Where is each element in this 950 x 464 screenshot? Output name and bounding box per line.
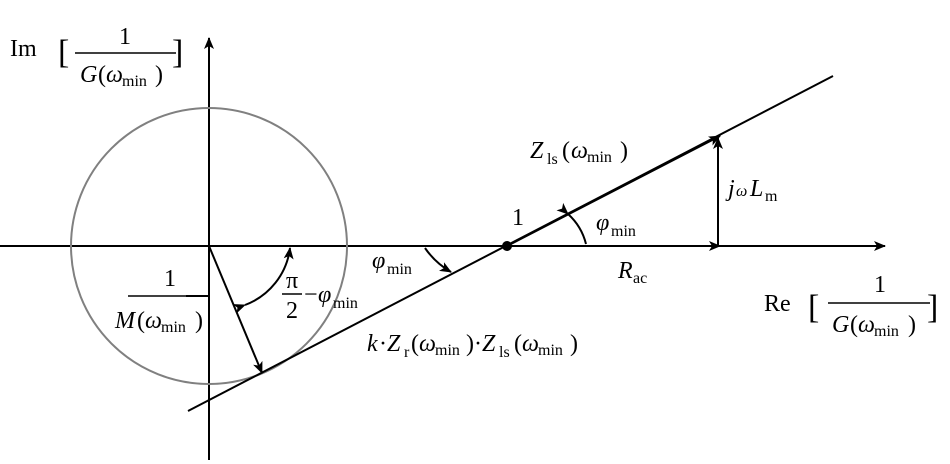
svg-text:k: k bbox=[367, 331, 378, 357]
svg-text:ls: ls bbox=[499, 344, 510, 361]
svg-text:ω: ω bbox=[571, 138, 588, 164]
svg-text:(: ( bbox=[411, 331, 419, 357]
svg-text:[: [ bbox=[58, 34, 69, 71]
point-one bbox=[502, 241, 512, 251]
locus-circle bbox=[70, 107, 348, 385]
jwlm-label: j ω L m bbox=[725, 176, 778, 205]
svg-text:Re: Re bbox=[764, 291, 791, 317]
svg-text:(: ( bbox=[850, 312, 858, 338]
svg-text:G: G bbox=[80, 62, 97, 88]
svg-text:ω: ω bbox=[419, 331, 436, 357]
svg-text:M: M bbox=[114, 308, 137, 334]
product-label: k · Z r ( ω min ) · Z ls ( ω min ) bbox=[367, 331, 578, 361]
svg-text:min: min bbox=[538, 342, 563, 359]
svg-text:ac: ac bbox=[633, 270, 647, 287]
svg-text:min: min bbox=[161, 319, 186, 336]
svg-text:min: min bbox=[122, 73, 147, 90]
svg-text:G: G bbox=[832, 312, 849, 338]
point-one-label: 1 bbox=[512, 205, 524, 231]
svg-text:·: · bbox=[474, 331, 482, 357]
svg-text:2: 2 bbox=[286, 298, 298, 324]
svg-text:φ: φ bbox=[596, 210, 609, 236]
svg-text:π: π bbox=[286, 268, 298, 294]
svg-text:ls: ls bbox=[547, 151, 558, 168]
angle-arc-phi-right bbox=[556, 202, 587, 245]
svg-text:): ) bbox=[620, 138, 628, 164]
svg-text:]: ] bbox=[927, 289, 938, 326]
svg-text:]: ] bbox=[172, 34, 183, 71]
svg-text:Z: Z bbox=[530, 138, 544, 164]
svg-text:m: m bbox=[765, 188, 778, 205]
m-label: 1 M ( ω min ) bbox=[114, 266, 209, 336]
phi-right-label: φ min bbox=[596, 210, 636, 240]
svg-text:1: 1 bbox=[164, 266, 176, 292]
svg-text:ω: ω bbox=[858, 312, 875, 338]
zls-arrow bbox=[506, 135, 721, 247]
svg-text:Z: Z bbox=[387, 331, 401, 357]
svg-text:min: min bbox=[611, 223, 636, 240]
re-axis-label: Re [ 1 G ( ω min ) ] bbox=[764, 272, 938, 340]
svg-text:(: ( bbox=[514, 331, 522, 357]
svg-text:min: min bbox=[387, 261, 412, 278]
svg-text:): ) bbox=[155, 62, 163, 88]
svg-text:(: ( bbox=[562, 138, 570, 164]
svg-text:min: min bbox=[435, 342, 460, 359]
svg-text:min: min bbox=[587, 149, 612, 166]
svg-text:L: L bbox=[749, 176, 763, 202]
svg-text:): ) bbox=[195, 308, 203, 334]
svg-text:): ) bbox=[570, 331, 578, 357]
svg-text:Z: Z bbox=[482, 331, 496, 357]
angle-arc-phi-mid bbox=[424, 247, 452, 273]
svg-text:j: j bbox=[725, 176, 735, 202]
rac-label: R ac bbox=[617, 258, 647, 287]
svg-text:φ: φ bbox=[318, 282, 331, 308]
svg-text:φ: φ bbox=[372, 248, 385, 274]
angle-arc-pi bbox=[232, 247, 294, 314]
svg-text:−: − bbox=[304, 282, 318, 308]
svg-text:min: min bbox=[333, 295, 358, 312]
svg-text:r: r bbox=[404, 344, 410, 361]
svg-text:R: R bbox=[617, 258, 633, 284]
svg-text:(: ( bbox=[137, 308, 145, 334]
svg-text:min: min bbox=[874, 323, 899, 340]
svg-text:·: · bbox=[379, 331, 387, 357]
perpendicular-arrow bbox=[208, 245, 263, 374]
svg-text:1: 1 bbox=[119, 24, 131, 50]
svg-text:(: ( bbox=[98, 62, 106, 88]
svg-text:): ) bbox=[908, 312, 916, 338]
svg-text:ω: ω bbox=[145, 308, 162, 334]
pi-half-minus-phi-label: π 2 − φ min bbox=[282, 268, 358, 324]
svg-text:ω: ω bbox=[736, 183, 747, 200]
zls-label: Z ls ( ω min ) bbox=[530, 138, 628, 168]
im-axis-label: Im [ 1 G ( ω min ) ] bbox=[10, 24, 183, 90]
svg-text:1: 1 bbox=[874, 272, 886, 298]
svg-text:[: [ bbox=[808, 289, 819, 326]
svg-text:ω: ω bbox=[522, 331, 539, 357]
svg-text:ω: ω bbox=[106, 62, 123, 88]
svg-text:Im: Im bbox=[10, 36, 37, 62]
svg-text:): ) bbox=[466, 331, 474, 357]
phi-mid-label: φ min bbox=[372, 248, 412, 278]
